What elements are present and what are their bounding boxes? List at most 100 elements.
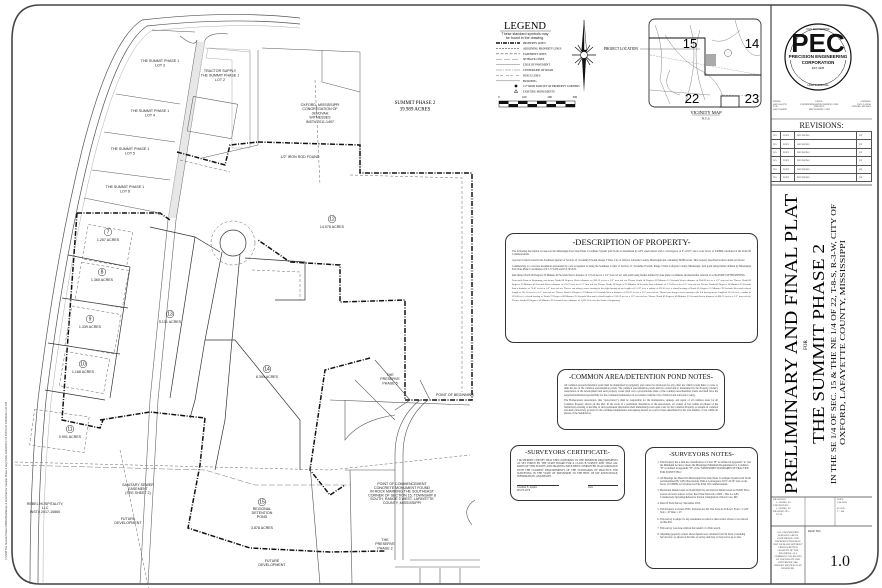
scale-tick: 0 [498,95,500,99]
setback-lines [14,79,471,588]
sewer-easement-label: EASEMENT [128,487,149,491]
description-paragraph: From said Point of Beginning, run thence… [512,279,751,302]
section-22: 22 [685,91,699,106]
surveyors-notes: -SURVEYORS NOTES- This Property has a la… [645,447,758,569]
scale-bar-segment [527,104,537,107]
legend-title: LEGEND [504,21,546,32]
vicinity-map-scale: N.T.S. [702,117,711,121]
common-area-paragraph: The Homeowners Association, (the "Associ… [564,399,718,416]
scale-bar-segment [537,101,547,104]
neighbor-label: INST# 2011-1497 [306,120,334,124]
surveyor-note: Horizontal Datum based on NAD 83(2011) a… [660,489,751,499]
revision-by: BY [857,173,872,182]
description-paragraph: A parcel of land located in the Southeas… [512,258,745,262]
surveyor-note: Adjoining property owners shown herein w… [660,533,751,539]
surveyors-certificate: -SURVEYORS CERTIFICATE- I DO HEREBY CERT… [510,445,625,501]
svg-text:PRECISION ENGINEERING: PRECISION ENGINEERING [789,54,848,59]
point-of-commencement-note: CORNER OF SECTION 15, TOWNSHIP 8 [368,493,436,497]
revision-date: DATE [781,140,795,148]
revision-by: BY [857,165,872,173]
summit-phase-2-acres: 39.989 ACRES [400,108,431,113]
website: PRECISIONPEC.COM [808,108,830,111]
revision-date: DATE [781,132,795,140]
property-boundary [61,141,473,553]
date-line: Date [588,485,618,492]
sheet-border [11,4,879,585]
lot-label-lot-2: THE SUMMIT PHASE 1 [201,73,239,77]
file-path-stamp: C:\2138 The Summit Phase 2\DWG\Prelimina… [4,402,8,560]
svg-text:LAND SURVEYING: LAND SURVEYING [807,84,828,87]
preserve-phase-2-label: PRESERVE [375,542,395,546]
legend-item: BUILDING [523,80,537,83]
lot-acres: 14.078 ACRES [320,225,345,229]
checked-by-label: CHECKED BY: [773,503,789,507]
lot-label-lot-4: THE SUMMIT PHASE 1 [131,109,169,113]
sewer-easement-label: (SEE SHEET 2) [125,491,151,495]
fax: (662) 234-9699 [773,108,787,111]
neighbor-label: JEHOVAH [312,111,329,115]
revision-date: DATE [781,157,795,165]
section-15: 15 [683,36,697,51]
revision-desc: REVISIONS [795,140,857,148]
scale-tick: 300 [573,95,578,99]
surveyor-note: This Property is Zoned: PUD. Setbacks Ar… [660,508,751,514]
description-paragraph: Run thence North 00 Degrees 33 Minutes 2… [512,273,746,277]
title-line-1: PRELIMINARY AND FINAL PLAT [781,194,801,494]
iron-rod-icon [514,84,518,88]
section-23: 23 [745,91,759,106]
neighbor-label: CONGREGATION OF [302,107,338,111]
sheet-title: PRELIMINARY AND FINAL PLAT FOR THE SUMMI… [781,194,847,494]
scale-bar-segment [546,104,556,107]
legend-subtitle: These standard symbols may [502,32,549,36]
preserve-phase-5-label: PHASE 5 [382,381,397,385]
description-paragraph: Commencing at a concrete monument surrou… [512,264,751,271]
checked-by: J. ADAMS, PS [776,506,791,510]
drawing-no: 21138 [776,512,782,516]
surveyor-note: This survey is subject to any easements … [660,518,751,524]
scale-tick: 200 [547,95,552,99]
revision-by: BY [857,140,872,148]
iron-rod-note: 1/2" IRON ROD FOUND [280,155,319,159]
lot-number: 15 [259,500,265,506]
common-area-title: -COMMON AREA/DETENTION POND NOTES- [568,373,714,381]
lot-label-lot-4: LOT 4 [145,113,155,117]
lot-label-lot-2: TRACTOR SUPPLY [204,69,237,73]
scale-bar-segment [565,104,575,107]
email-label: EMAIL: [815,101,823,103]
legend-item: CENTERLINE OF ROAD [523,69,553,72]
adjoiner-label: REBEL HOSPITALITY, [27,502,63,506]
description-paragraph: The following description is based on th… [512,250,751,257]
legend-item: EDGE OF PAVEMENT [523,64,550,67]
revision-desc: REVISIONS [795,132,857,140]
legend-subtitle: be found in the drawing. [506,36,544,40]
adjoiner-label: LLC [42,506,49,510]
lot-number-circle [327,214,337,224]
preserve-phase-2-label: PHASE 2 [377,546,392,550]
lot-acres: 1.257 ACRES [97,238,120,242]
revision-date: DATE [781,165,795,173]
preserve-phase-5-label: THE [386,373,394,377]
email: ENGINEERING@PRECISIONPEC.COM [800,103,839,106]
lot-acres: 1.360 ACRES [91,278,114,282]
revision-desc: REVISIONS [795,173,857,182]
surveyor-note: Date Of Field Survey: December 2023. [660,502,751,505]
preserve-phase-5-label: PRESERVE [380,377,400,381]
legend-item: SETBACK LINES [523,58,545,61]
page-number: 1.0 [830,553,850,570]
svg-text:PEC: PEC [791,28,845,58]
legend-item: ADJOINING PROPERTY LINES [523,47,562,50]
legend-item: FENCE LINES [523,74,541,77]
revision-no: NO. [771,173,781,182]
lot-acres: 0.991 ACRES [59,435,82,439]
lot-number-circle [85,314,95,324]
city: OXFORD, MS 38655 [851,106,871,109]
sewer-easement-label: SANITARY SEWER [122,483,154,487]
scale-bar-segment [556,101,566,104]
lot-number-circle [97,267,107,277]
